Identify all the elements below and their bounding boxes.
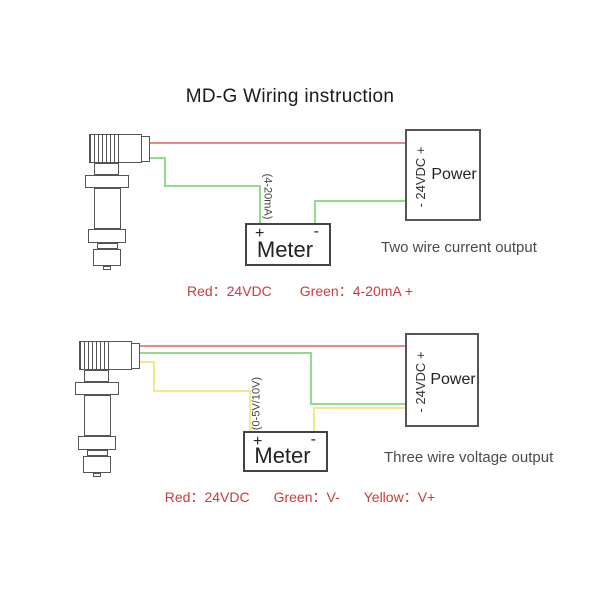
wire-color-legend: Red：24VDC Green：4-20mA + bbox=[0, 281, 600, 301]
wire-yellow bbox=[153, 361, 155, 392]
meter-box-title: Meter bbox=[256, 237, 314, 262]
pressure-transmitter-top bbox=[85, 134, 151, 270]
wire-yellow bbox=[313, 407, 315, 433]
wire-green bbox=[310, 352, 312, 405]
connector-terminals bbox=[131, 343, 140, 369]
wire-green bbox=[314, 200, 316, 225]
connector-terminals bbox=[141, 136, 150, 162]
signal-range-label: (0-5V/10V) bbox=[250, 376, 263, 431]
wire-green bbox=[314, 200, 406, 202]
transmitter-body bbox=[84, 395, 111, 436]
wire-green bbox=[164, 185, 261, 187]
wire-red bbox=[140, 345, 406, 347]
connector-head bbox=[79, 341, 132, 370]
wire-red bbox=[150, 142, 406, 144]
power-terminal-label: - 24VDC + bbox=[413, 351, 428, 413]
wire-green bbox=[310, 403, 406, 405]
legend-red: Red：24VDC bbox=[186, 283, 272, 299]
hex-nut bbox=[88, 229, 126, 243]
pressure-port bbox=[93, 249, 121, 266]
meter-plus-terminal: + bbox=[253, 433, 263, 450]
housing-neck bbox=[84, 370, 109, 382]
power-box-title: Power bbox=[430, 371, 476, 388]
signal-range-label: (4-20mA) bbox=[261, 173, 274, 220]
output-type-label: Two wire current output bbox=[381, 239, 537, 256]
meter-box: + - Meter bbox=[245, 223, 331, 266]
meter-plus-terminal: + bbox=[255, 225, 265, 242]
legend-red: Red：24VDC bbox=[164, 489, 250, 505]
port-tip bbox=[93, 473, 101, 477]
legend-green: Green：V- bbox=[273, 489, 340, 505]
legend-yellow: Yellow：V+ bbox=[363, 489, 436, 505]
power-supply-box: - 24VDC + Power bbox=[405, 129, 481, 221]
power-supply-box: - 24VDC + Power bbox=[405, 333, 479, 427]
transmitter-body bbox=[94, 188, 121, 229]
knurled-ring bbox=[75, 382, 119, 395]
legend-green: Green：4-20mA + bbox=[299, 283, 414, 299]
lower-neck bbox=[87, 450, 108, 456]
housing-neck bbox=[94, 163, 119, 175]
knurled-ring bbox=[85, 175, 129, 188]
power-terminal-label: - 24VDC + bbox=[413, 146, 428, 208]
wire-yellow bbox=[249, 390, 251, 433]
meter-box-title: Meter bbox=[254, 443, 311, 468]
wire-color-legend: Red：24VDC Green：V- Yellow：V+ bbox=[0, 487, 600, 507]
hex-nut bbox=[78, 436, 116, 450]
wire-green bbox=[164, 157, 166, 187]
pressure-transmitter-bottom bbox=[75, 341, 141, 477]
connector-head bbox=[89, 134, 142, 163]
wire-green bbox=[140, 352, 312, 354]
connector-fins bbox=[80, 342, 112, 369]
wire-green bbox=[150, 157, 166, 159]
wire-yellow bbox=[153, 390, 251, 392]
meter-minus-terminal: - bbox=[313, 223, 319, 240]
lower-neck bbox=[97, 243, 118, 249]
wire-green bbox=[259, 185, 261, 225]
wire-yellow bbox=[140, 361, 155, 363]
meter-box: + - Meter bbox=[243, 431, 328, 472]
connector-fins bbox=[90, 135, 122, 162]
page-title: MD-G Wiring instruction bbox=[185, 86, 395, 107]
port-tip bbox=[103, 266, 111, 270]
pressure-port bbox=[83, 456, 111, 473]
wire-yellow bbox=[313, 407, 406, 409]
meter-minus-terminal: - bbox=[310, 431, 316, 448]
output-type-label: Three wire voltage output bbox=[384, 449, 554, 466]
power-box-title: Power bbox=[431, 166, 477, 183]
